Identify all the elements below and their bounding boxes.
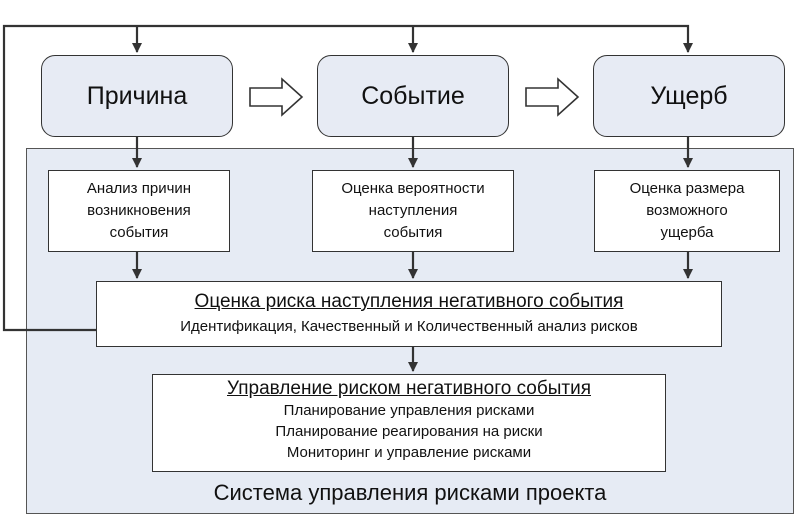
damage-estimate-line-2: возможного: [646, 202, 728, 220]
cause-analysis-line-2: возникновения: [87, 202, 191, 220]
feedback-loop-line: [2, 24, 693, 332]
damage-estimate-box: Оценка размера возможного ущерба: [594, 170, 780, 252]
cause-box: Причина: [41, 55, 233, 137]
cause-label: Причина: [86, 81, 188, 110]
event-probability-line-1: Оценка вероятности: [341, 180, 485, 198]
event-probability-line-2: наступления: [368, 202, 458, 220]
cause-analysis-line-1: Анализ причин: [86, 180, 192, 198]
system-label: Система управления рисками проекта: [213, 480, 607, 505]
event-probability-box: Оценка вероятности наступления события: [312, 170, 514, 252]
cause-analysis-box: Анализ причин возникновения события: [48, 170, 230, 252]
risk-assessment-title: Оценка риска наступления негативного соб…: [194, 291, 624, 312]
cause-analysis-line-3: события: [109, 223, 169, 241]
damage-estimate-line-3: ущерба: [660, 223, 714, 241]
damage-label: Ущерб: [650, 81, 728, 110]
cause-to-event-arrow: [249, 77, 304, 117]
risk-management-box: Управление риском негативного события Пл…: [152, 374, 666, 472]
risk-assessment-subtitle: Идентификация, Качественный и Количестве…: [180, 318, 638, 335]
damage-estimate-line-1: Оценка размера: [629, 180, 745, 198]
risk-management-item: Планирование реагирования на риски: [275, 423, 543, 440]
event-probability-line-3: события: [383, 223, 443, 241]
risk-management-item: Планирование управления рисками: [283, 402, 535, 419]
event-box: Событие: [317, 55, 509, 137]
event-label: Событие: [361, 81, 465, 110]
damage-box: Ущерб: [593, 55, 785, 137]
risk-assessment-box: Оценка риска наступления негативного соб…: [96, 281, 722, 347]
risk-management-item: Мониторинг и управление рисками: [286, 444, 532, 461]
risk-management-title: Управление риском негативного события: [227, 378, 591, 399]
event-to-damage-arrow: [525, 77, 580, 117]
